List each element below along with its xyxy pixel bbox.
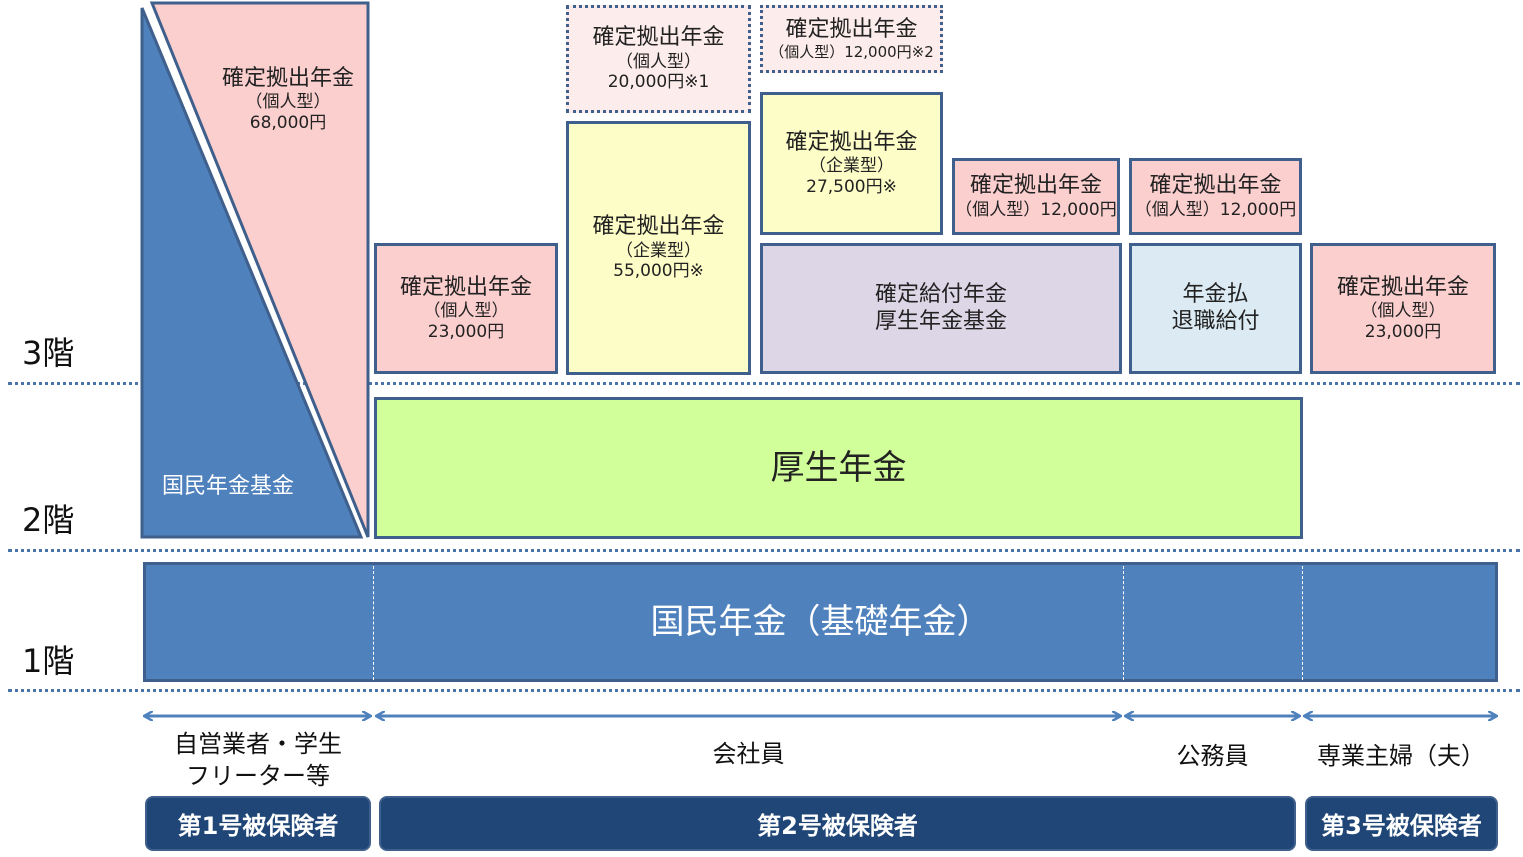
floor-label-2: 2階 bbox=[22, 501, 75, 539]
kosei-nenkin-box: 厚生年金 bbox=[374, 397, 1303, 539]
self-employed-dc-text: 確定拠出年金 （個人型） 68,000円 bbox=[208, 66, 368, 133]
group-separator-2 bbox=[1123, 566, 1124, 680]
housewife-dc-type: （個人型） bbox=[1360, 301, 1446, 322]
db-corp-dc-ideco-box: 確定拠出年金 （個人型）12,000円※2 bbox=[760, 5, 943, 73]
corp-dc-only-box: 確定拠出年金 （企業型） 55,000円※ bbox=[566, 121, 751, 375]
public-servant-ideco-line: （個人型）12,000円 bbox=[1134, 199, 1297, 220]
db-corp-dc-type: （企業型） bbox=[809, 156, 894, 177]
db-only-ideco-title: 確定拠出年金 bbox=[969, 173, 1102, 199]
self-employed-dc-title: 確定拠出年金 bbox=[221, 66, 354, 91]
group-range-arrows bbox=[0, 700, 1523, 730]
group-public-servant-label: 公務員 bbox=[1176, 742, 1249, 770]
employee-no-plan-dc-box: 確定拠出年金 （個人型） 23,000円 bbox=[374, 243, 558, 374]
self-employed-dc-type: （個人型） bbox=[245, 92, 331, 113]
db-only-ideco-line: （個人型）12,000円 bbox=[955, 199, 1117, 220]
floor-label-3: 3階 bbox=[22, 334, 75, 372]
housewife-dc-amount: 23,000円 bbox=[1364, 321, 1442, 342]
category-second-insured: 第2号被保険者 bbox=[379, 796, 1296, 851]
group-separator-1 bbox=[373, 566, 374, 680]
group-company-employee-label: 会社員 bbox=[712, 740, 785, 768]
floor-divider-2-1 bbox=[8, 549, 1520, 552]
kokumin-kikin-label: 国民年金基金 bbox=[162, 474, 295, 499]
db-corp-dc-ideco-line: （個人型）12,000円※2 bbox=[769, 43, 934, 62]
public-servant-plan-line1: 年金払 bbox=[1182, 282, 1249, 308]
corp-dc-only-ideco-box: 確定拠出年金 （個人型） 20,000円※1 bbox=[566, 5, 751, 113]
public-servant-plan-line2: 退職給付 bbox=[1171, 308, 1260, 334]
corp-dc-only-amount: 55,000円※ bbox=[613, 261, 704, 282]
group-separator-3 bbox=[1302, 566, 1303, 680]
employee-no-plan-dc-amount: 23,000円 bbox=[427, 321, 505, 342]
corp-dc-only-ideco-type: （個人型） bbox=[616, 51, 701, 72]
db-corp-dc-title: 確定拠出年金 bbox=[785, 129, 918, 155]
group-housewife-label: 専業主婦（夫） bbox=[1317, 742, 1485, 770]
public-servant-ideco-box: 確定拠出年金 （個人型）12,000円 bbox=[1129, 158, 1302, 235]
kokumin-nenkin-label: 国民年金（基礎年金） bbox=[650, 601, 991, 642]
corp-dc-only-ideco-title: 確定拠出年金 bbox=[592, 25, 725, 51]
group-self-employed-line2: フリーター等 bbox=[186, 762, 330, 791]
public-servant-ideco-title: 確定拠出年金 bbox=[1149, 173, 1282, 199]
db-plans-line1: 確定給付年金 bbox=[874, 282, 1007, 308]
db-only-ideco-box: 確定拠出年金 （個人型）12,000円 bbox=[952, 158, 1120, 235]
corp-dc-only-type: （企業型） bbox=[616, 240, 701, 261]
category-third-insured: 第3号被保険者 bbox=[1305, 796, 1498, 851]
corp-dc-only-ideco-amount: 20,000円※1 bbox=[607, 72, 710, 93]
kokumin-nenkin-box: 国民年金（基礎年金） bbox=[143, 562, 1498, 682]
floor-label-1: 1階 bbox=[22, 642, 75, 680]
employee-no-plan-dc-type: （個人型） bbox=[423, 301, 509, 322]
db-corp-dc-amount: 27,500円※ bbox=[806, 176, 897, 197]
corp-dc-only-title: 確定拠出年金 bbox=[592, 214, 725, 240]
kokumin-kikin-triangle bbox=[140, 7, 364, 539]
group-self-employed-label: 自営業者・学生 フリーター等 bbox=[143, 728, 373, 793]
category-first-insured: 第1号被保険者 bbox=[145, 796, 371, 851]
kosei-nenkin-label: 厚生年金 bbox=[770, 447, 907, 488]
self-employed-split-column bbox=[140, 1, 370, 539]
db-plans-line2: 厚生年金基金 bbox=[874, 308, 1007, 334]
housewife-dc-title: 確定拠出年金 bbox=[1336, 274, 1469, 300]
group-self-employed-line1: 自営業者・学生 bbox=[174, 730, 342, 758]
floor-divider-1-base bbox=[8, 689, 1520, 692]
housewife-dc-box: 確定拠出年金 （個人型） 23,000円 bbox=[1310, 243, 1496, 374]
self-employed-dc-triangle bbox=[149, 1, 370, 538]
employee-no-plan-dc-title: 確定拠出年金 bbox=[399, 274, 532, 300]
self-employed-dc-amount: 68,000円 bbox=[249, 112, 327, 133]
db-plans-box: 確定給付年金 厚生年金基金 bbox=[760, 243, 1122, 374]
floor-divider-3-2 bbox=[8, 382, 1520, 385]
public-servant-plan-box: 年金払 退職給付 bbox=[1129, 243, 1302, 374]
db-corp-dc-box: 確定拠出年金 （企業型） 27,500円※ bbox=[760, 92, 943, 235]
db-corp-dc-ideco-title: 確定拠出年金 bbox=[785, 16, 918, 42]
